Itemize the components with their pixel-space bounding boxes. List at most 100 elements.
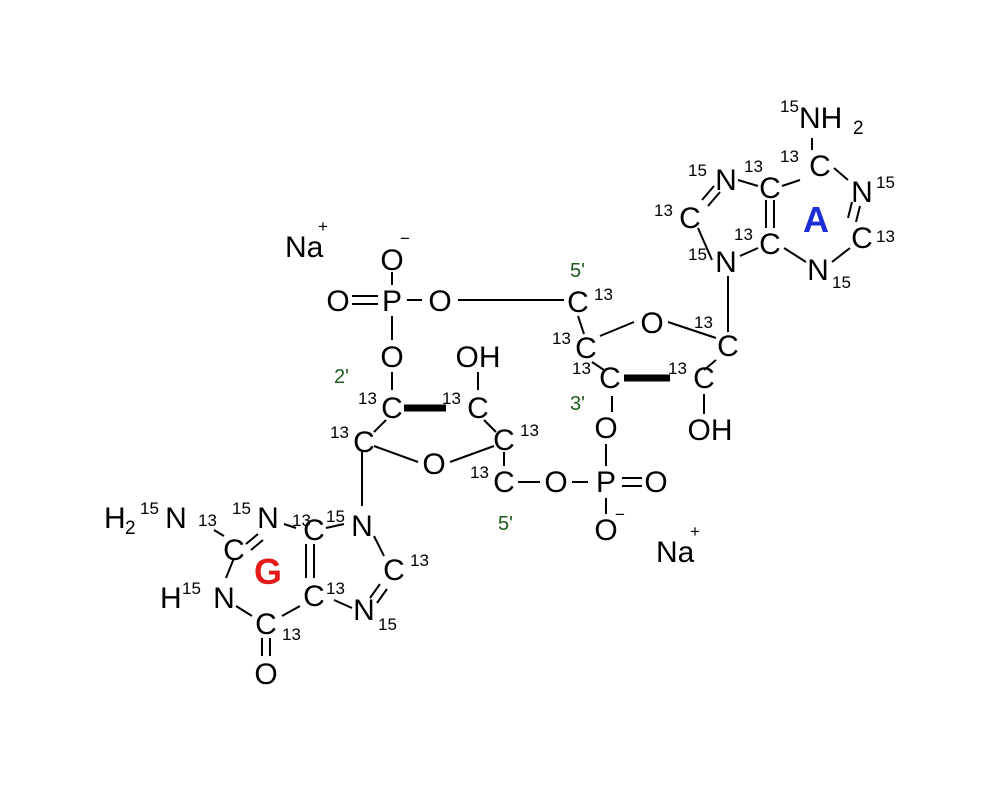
atom-oh: OH — [456, 341, 501, 374]
isotope-c13: 13 — [668, 359, 687, 378]
bond-g-c4-n9 — [325, 523, 345, 529]
atom-nh2: NH — [799, 102, 842, 135]
isotope-c13: 13 — [410, 551, 429, 570]
bond-oring-c1-adenosine — [667, 321, 717, 339]
bond-g-c8-n7-a — [369, 583, 381, 599]
atom-o: O — [326, 285, 349, 318]
atom-o: O — [640, 307, 663, 340]
bond-g-c8-n7-b — [376, 588, 388, 604]
bond-c2-c1-adenosine — [703, 359, 717, 371]
isotope-c13: 13 — [520, 421, 539, 440]
isotope-c13: 13 — [654, 201, 673, 220]
atom-c: C — [303, 580, 325, 613]
isotope-n15: 15 — [140, 499, 159, 518]
bond-a-c8-n7-b — [707, 191, 721, 207]
subscript-2: 2 — [853, 118, 864, 139]
atom-c: C — [599, 362, 621, 395]
charge-plus: + — [318, 217, 328, 236]
bond-c2-c1-guanosine — [373, 419, 387, 433]
bond-a-c5-c6 — [781, 179, 801, 187]
bond-g-c2-n1 — [225, 557, 235, 579]
atom-n: N — [213, 582, 235, 615]
isotope-n15: 15 — [378, 615, 397, 634]
atom-c: C — [383, 554, 405, 587]
atom-n: N — [807, 254, 829, 287]
sodium-ion-top: Na + — [285, 217, 328, 264]
bond-c3-c4-guanosine — [483, 419, 497, 433]
isotope-c13: 13 — [198, 511, 217, 530]
isotope-c13: 13 — [876, 227, 895, 246]
bond-a-n7-c5 — [737, 179, 759, 187]
isotope-c13: 13 — [572, 359, 591, 378]
atom-h2: H — [104, 502, 126, 535]
bond-g-n1-c6 — [235, 605, 253, 617]
adenine-base: 15 NH 2 13 C 15 N 13 C N 15 13 C 13 C C … — [654, 97, 895, 292]
isotope-n15: 15 — [832, 273, 851, 292]
bond-a-n3-c2 — [831, 247, 851, 263]
isotope-c13: 13 — [780, 147, 799, 166]
isotope-n15: 15 — [182, 579, 201, 598]
atom-n: N — [257, 502, 279, 535]
bond-g-c2-n-amino — [213, 529, 225, 537]
atom-n: N — [715, 246, 737, 279]
atom-c: C — [809, 150, 831, 183]
atom-n: N — [851, 176, 873, 209]
atom-o: O — [544, 466, 567, 499]
atom-o: O — [594, 514, 617, 547]
isotope-n15: 15 — [326, 507, 345, 526]
atom-c: C — [353, 426, 375, 459]
isotope-c13: 13 — [292, 511, 311, 530]
atom-c: C — [381, 392, 403, 425]
isotope-c13: 13 — [326, 579, 345, 598]
atom-c: C — [303, 514, 325, 547]
atom-n: N — [165, 502, 187, 535]
atom-c: C — [851, 222, 873, 255]
atom-p: P — [382, 285, 402, 318]
subscript-2: 2 — [125, 518, 136, 539]
sodium-ion-bottom: Na + — [656, 522, 700, 569]
atom-p: P — [596, 466, 616, 499]
bonds — [213, 138, 861, 656]
isotope-c13: 13 — [734, 225, 753, 244]
isotope-c13: 13 — [358, 389, 377, 408]
atom-c: C — [759, 228, 781, 261]
bond-g-n3-c2-b — [250, 539, 264, 551]
prime-label-3: 3' — [570, 393, 585, 415]
atom-h: H — [160, 582, 182, 615]
isotope-c13: 13 — [282, 625, 301, 644]
atom-o: O — [428, 285, 451, 318]
atom-o: O — [380, 341, 403, 374]
atom-n: N — [715, 164, 737, 197]
guanosine-ribose: 2' 13 C OH 13 C 13 C O C 13 13 C 5' O — [330, 341, 568, 535]
atom-c: C — [493, 466, 515, 499]
isotope-c13: 13 — [744, 157, 763, 176]
bond-g-c4-n3 — [283, 523, 297, 529]
prime-label-5: 5' — [498, 513, 513, 535]
atom-na: Na — [656, 536, 695, 569]
bond-a-c8-n7-a — [701, 185, 715, 201]
atom-o: O — [594, 412, 617, 445]
atom-c: C — [223, 534, 245, 567]
atom-n: N — [353, 594, 375, 627]
isotope-n15: 15 — [780, 97, 799, 116]
atom-oh: OH — [688, 414, 733, 447]
atom-c: C — [493, 424, 515, 457]
bond-c5-c4-adenosine — [577, 315, 585, 335]
isotope-c13: 13 — [552, 329, 571, 348]
isotope-n15: 15 — [688, 245, 707, 264]
bond-a-n1-c6 — [833, 167, 849, 181]
atom-o: O — [380, 244, 403, 277]
isotope-c13: 13 — [594, 285, 613, 304]
base-label-guanine: G — [254, 551, 282, 592]
bond-a-n9-c8 — [697, 227, 713, 261]
bond-g-n3-c2-a — [245, 533, 259, 545]
charge-minus: − — [400, 229, 410, 248]
isotope-c13: 13 — [694, 313, 713, 332]
guanine-base: H 2 15 N 13 15 N 13 15 N C C C 13 G H 15… — [104, 499, 429, 691]
isotope-c13: 13 — [330, 423, 349, 442]
bond-a-c2-n1-b — [847, 201, 853, 219]
atom-na: Na — [285, 231, 324, 264]
atom-o: O — [422, 448, 445, 481]
bond-c4-c3-adenosine — [591, 361, 605, 371]
atom-c: C — [567, 286, 589, 319]
